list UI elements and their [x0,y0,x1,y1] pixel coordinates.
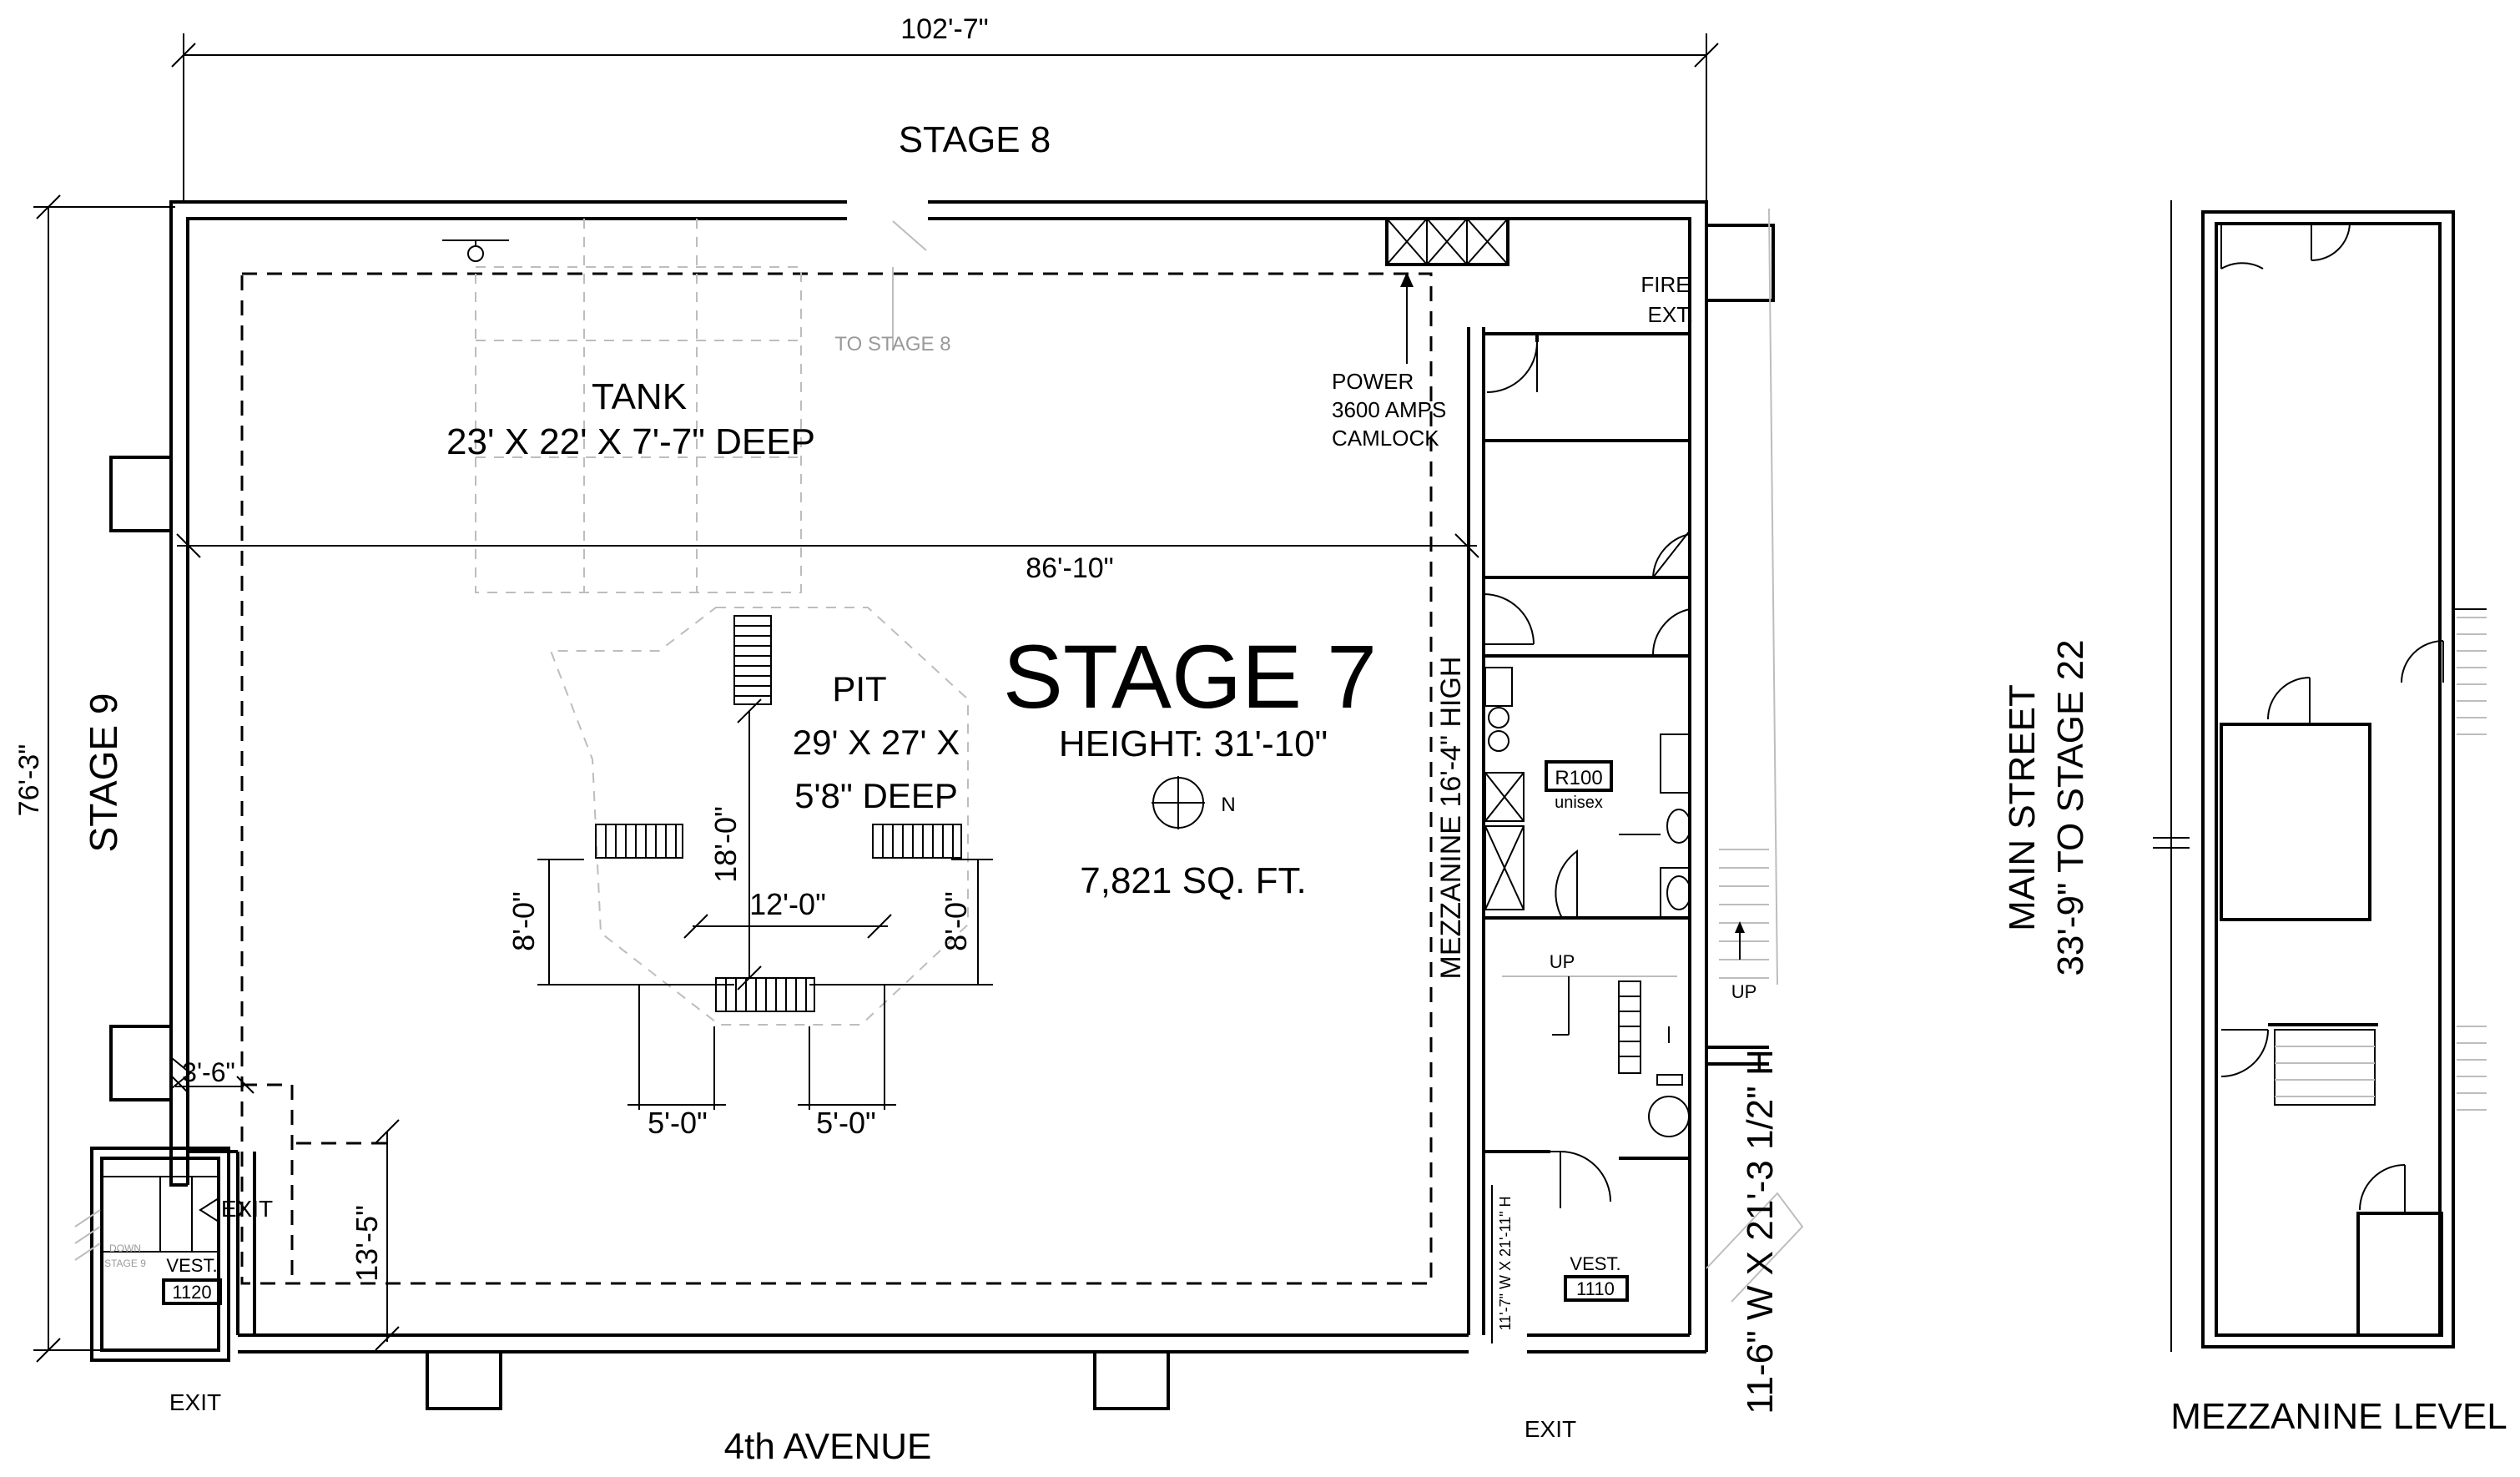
mezzanine-height-label: MEZZANINE 16'-4" HIGH [1435,657,1467,980]
pit-stair-left [595,824,683,859]
mezzanine-rooms [1467,327,1691,1335]
tank-title: TANK [592,376,687,417]
up-label-ext: UP [1731,981,1757,1002]
power-label-3: CAMLOCK [1332,426,1439,451]
pit-dimensions [537,698,993,1110]
down-stage9-label-2: STAGE 9 [104,1258,146,1269]
pit-dim-5-left: 5'-0" [648,1106,708,1140]
r100-label: R100 [1555,767,1602,789]
r100-restroom-tag [1546,762,1611,790]
main-street-label: MAIN STREET [2002,684,2043,931]
pit-title: PIT [832,669,886,708]
stage-area: 7,821 SQ. FT. [1080,860,1306,901]
vest-1120-label: VEST. [166,1255,217,1276]
pit-dim-8-right: 8'-0" [939,891,973,951]
lower-left-dashed-notch [242,1083,294,1283]
hook-symbol [442,239,509,262]
pit-dim-12: 12'-0" [749,887,826,921]
north-arrow-icon [1152,776,1205,829]
down-stage9-label-1: DOWN [109,1243,141,1254]
tank-outline [475,219,927,593]
vest-1110-number: 1110 [1576,1278,1615,1299]
stage9-label: STAGE 9 [82,693,125,853]
small-door-label: 11'-7" W X 21'-11" H [1497,1196,1514,1330]
power-label-2: 3600 AMPS [1332,397,1446,422]
stage-height: HEIGHT: 31'-10" [1059,723,1328,764]
pit-size-1: 29' X 27' X [793,723,960,762]
pit-size-2: 5'8" DEEP [794,776,958,815]
vest-1120-number: 1120 [172,1282,211,1303]
inner-width-dimension: 86'-10" [176,533,1479,584]
pit-dim-5-right: 5'-0" [816,1106,876,1140]
fire-ext-label-1: FIRE [1641,272,1690,297]
mezzanine-level-plan [2153,200,2487,1352]
pit-stair-top [733,615,772,705]
avenue-label: 4th AVENUE [724,1426,932,1467]
power-label-1: POWER [1332,369,1414,394]
big-door-label: 11-6" W X 21'-3 1/2" H [1740,1049,1781,1414]
pit-stair-right [872,824,962,859]
main-street-distance-label: 33'-9" TO STAGE 22 [2050,639,2091,975]
to-stage8-label: TO STAGE 8 [834,333,950,355]
exit-left: EXIT [221,1196,273,1222]
pit-stair-bottom [715,977,815,1012]
stage-boundary [240,272,1433,1285]
overall-width-label: 102'-7" [900,13,989,45]
corner-dim-3-6: 3'-6" [182,1057,235,1087]
lower-left-vestibule [74,1057,388,1362]
exit-bottom-left: EXIT [169,1389,221,1415]
corner-dim-13-5: 13'-5" [350,1205,384,1282]
exterior-walls [109,200,1775,1410]
pit-dim-18: 18'-0" [708,806,743,883]
overall-depth-label: 76'-3" [13,744,45,817]
exterior-stairs [1706,208,1804,1303]
stage-name: STAGE 7 [1003,626,1377,727]
r100-sub-label: unisex [1555,794,1603,812]
power-camlock-box [1385,217,1509,364]
up-label-mezz: UP [1550,951,1575,972]
north-label: N [1221,794,1235,816]
overall-depth-dimension: 76'-3" [13,194,175,1363]
pit-outline [549,607,969,1026]
exit-bottom-right: EXIT [1525,1416,1576,1442]
tank-size: 23' X 22' X 7'-7" DEEP [446,421,815,462]
mezzanine-level-label: MEZZANINE LEVEL [2170,1396,2507,1437]
fire-ext-label-2: EXT. [1648,302,1694,327]
vest-1110-tag [1564,1275,1629,1302]
pit-dim-8-left: 8'-0" [507,891,541,951]
corner-dimensions [171,1076,400,1351]
stage8-label: STAGE 8 [899,119,1051,160]
overall-width-dimension: 102'-7" [171,13,1719,200]
inner-width-label: 86'-10" [1026,552,1114,584]
vest-1110-label: VEST. [1570,1253,1620,1274]
